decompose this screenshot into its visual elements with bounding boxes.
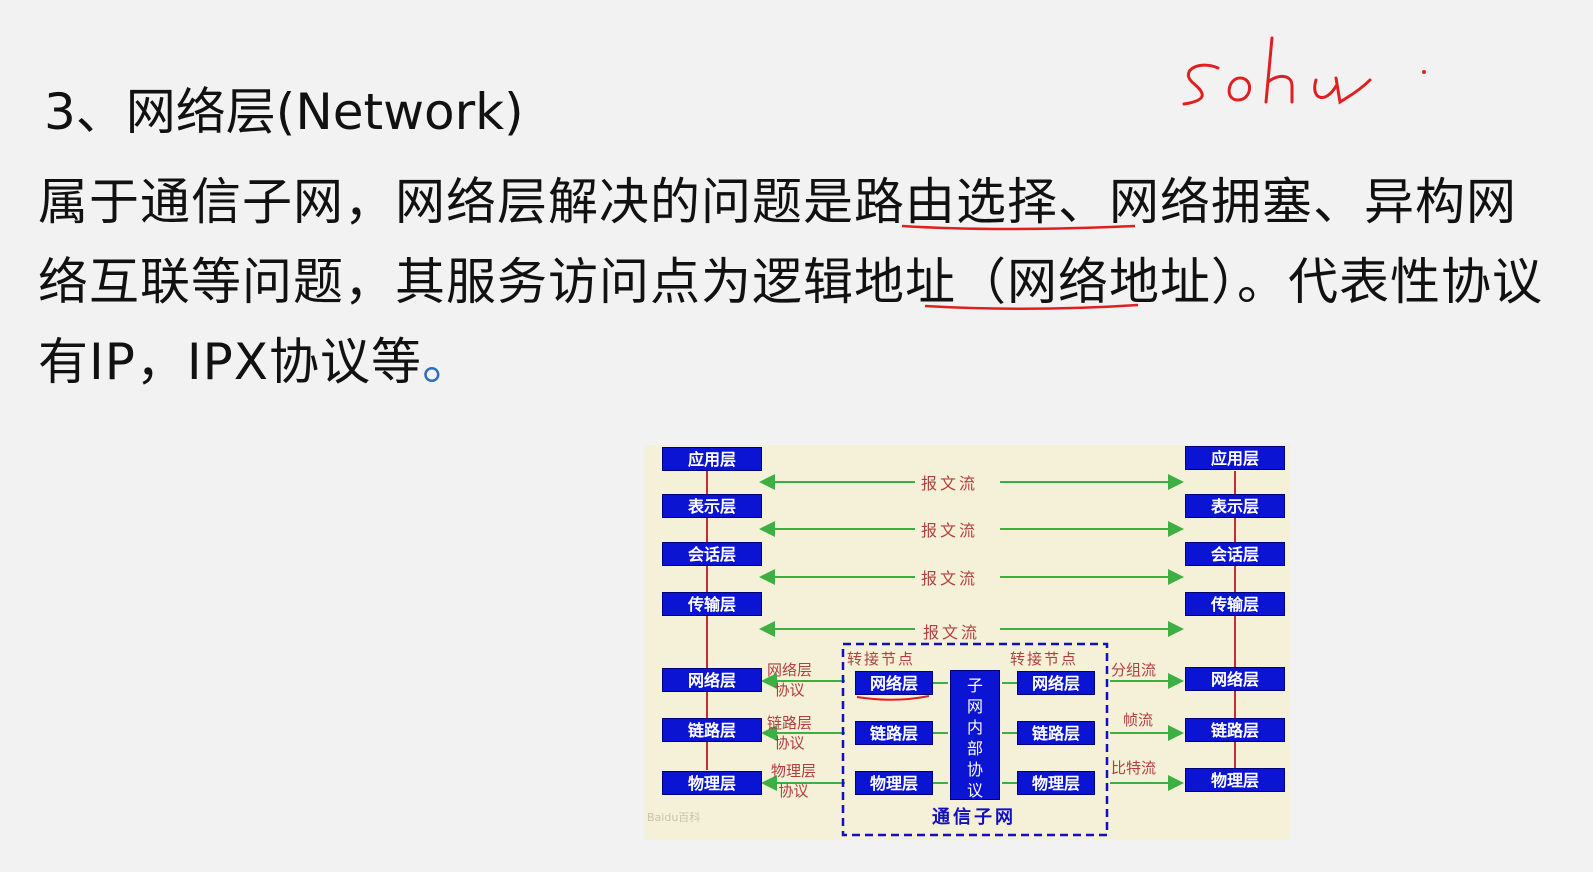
flow-label-3: 报文流: [921, 569, 979, 588]
subnet-char-4: 部: [966, 739, 983, 758]
subnet-char-1: 子: [966, 676, 983, 695]
diagram-lines: [706, 471, 1236, 837]
relay-node-label-left: 转接节点: [847, 650, 916, 668]
flow-label-4: 报文流: [923, 623, 981, 642]
bit-flow-label: 比特流: [1111, 759, 1157, 777]
protocol-label-physical-line1: 物理层: [771, 762, 817, 780]
para-logical-address: 逻辑地址: [752, 253, 956, 311]
right-layer-transport: 传输层: [1185, 592, 1285, 616]
relay-node-label-right: 转接节点: [1010, 650, 1079, 668]
left-layer-physical: 物理层: [662, 771, 762, 795]
para-part1: 属于通信子网，网络层解决的问题是: [38, 173, 854, 231]
slide-paragraph: 属于通信子网，网络层解决的问题是路由选择、网络拥塞、异构网络互联等问题，其服务访…: [38, 162, 1558, 402]
sohu-handwriting: [1182, 36, 1426, 106]
left-layer-link: 链路层: [662, 718, 762, 742]
right-layer-presentation: 表示层: [1185, 494, 1285, 518]
protocol-label-link: 链路层 协议: [767, 713, 812, 753]
right-layer-link: 链路层: [1185, 718, 1285, 742]
lower-flow-arrows: [761, 673, 1184, 791]
upper-flow-arrows: [759, 474, 1184, 637]
para-end-dot: 。: [422, 333, 474, 391]
flow-label-2: 报文流: [921, 521, 979, 540]
subnet-border: [841, 642, 1109, 837]
protocol-label-link-line1: 链路层: [767, 714, 813, 732]
node-right-network: 网络层: [1017, 671, 1095, 695]
node-left-link: 链路层: [855, 721, 933, 745]
protocol-label-physical: 物理层 协议: [771, 761, 816, 801]
node-right-physical: 物理层: [1017, 771, 1095, 795]
para-routing: 路由选择: [854, 173, 1058, 231]
subnet-char-2: 网: [966, 697, 983, 716]
right-layer-network: 网络层: [1185, 667, 1285, 691]
left-layer-network: 网络层: [662, 668, 762, 692]
para-part3: 、网络拥塞、异构网络互联等问题，其服务访问点为: [38, 173, 1517, 311]
flow-label-1: 报文流: [921, 474, 979, 493]
subnet-char-6: 议: [966, 781, 983, 800]
protocol-label-network: 网络层 协议: [767, 660, 812, 700]
right-layer-physical: 物理层: [1185, 768, 1285, 792]
subnet-title: 通信子网: [932, 807, 1016, 828]
slide-heading: 3、网络层(Network): [44, 83, 524, 141]
protocol-label-link-line2: 协议: [774, 734, 805, 752]
baidu-watermark: Baidu百科: [647, 811, 701, 824]
para-part5: （网络地址）。代表性协议有IP，IPX协议等: [38, 253, 1543, 391]
protocol-label-network-line2: 协议: [774, 681, 805, 699]
node-left-physical: 物理层: [855, 771, 933, 795]
subnet-internal-protocol: 子 网 内 部 协 议: [950, 670, 1000, 800]
protocol-label-physical-line2: 协议: [778, 782, 809, 800]
right-layer-session: 会话层: [1185, 542, 1285, 566]
left-layer-presentation: 表示层: [662, 494, 762, 518]
right-layer-application: 应用层: [1185, 446, 1285, 470]
left-layer-application: 应用层: [662, 447, 762, 471]
packet-flow-label: 分组流: [1111, 661, 1157, 679]
left-layer-session: 会话层: [662, 542, 762, 566]
left-layer-transport: 传输层: [662, 592, 762, 616]
frame-flow-label: 帧流: [1123, 711, 1154, 729]
subnet-char-3: 内: [966, 718, 983, 737]
protocol-label-network-line1: 网络层: [767, 661, 813, 679]
node-right-link: 链路层: [1017, 721, 1095, 745]
node-left-network: 网络层: [855, 671, 933, 695]
subnet-char-5: 协: [966, 760, 983, 779]
osi-diagram: 应用层 表示层 会话层 传输层 网络层 链路层 物理层 应用层 表示层 会话层 …: [645, 445, 1290, 840]
